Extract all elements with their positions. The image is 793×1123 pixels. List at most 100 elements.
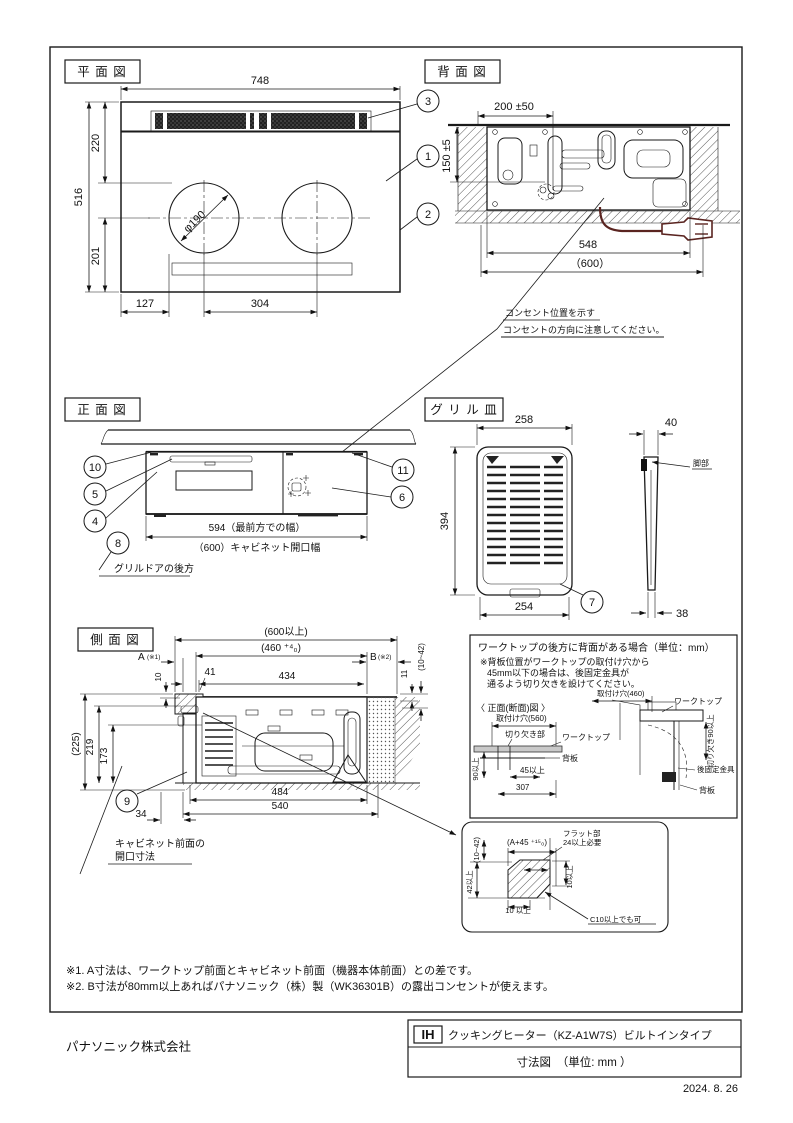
callout-9 <box>115 789 139 813</box>
dim-307: 307 <box>516 783 530 792</box>
callout-7 <box>580 590 604 614</box>
dim-a: A <box>138 652 145 663</box>
dim-219: 219 <box>85 738 96 755</box>
dim-220: 220 <box>90 134 102 152</box>
callout-3-label: 3 <box>425 96 431 108</box>
dim-548: 548 <box>579 239 597 251</box>
footnote-2: ※2. B寸法が80mm以上あればパナソニック（株）製（WK36301B）の露出… <box>66 979 554 993</box>
dim-258: 258 <box>515 414 533 426</box>
dim-484: 484 <box>272 787 289 798</box>
backbox-note-1: ※背板位置がワークトップの取付け穴から <box>480 656 650 667</box>
rear-view: 背 面 図 200 ±50 150 ±5 548 （600） コンセント位置を示… <box>302 59 740 484</box>
dim-600: （600） <box>570 257 610 270</box>
fixing-bracket <box>662 772 676 782</box>
front-view-title: 正 面 図 <box>77 403 126 417</box>
dim-594: 594（最前方での幅） <box>209 521 306 534</box>
callout-6-label: 6 <box>399 492 405 504</box>
company-name: パナソニック株式会社 <box>66 1039 191 1054</box>
grill-pan-title: グ リ ル 皿 <box>430 403 497 417</box>
worktop-right-label: ワークトップ <box>674 697 722 706</box>
plan-view-title: 平 面 図 <box>77 65 126 79</box>
callout-5-label: 5 <box>92 489 98 501</box>
dim-201: 201 <box>90 247 102 265</box>
chamfer-note: C10以上でも可 <box>590 915 642 924</box>
backbox-note-2: 45mm以下の場合は、後固定金具が <box>487 667 629 678</box>
callout-11-label: 11 <box>397 465 408 477</box>
dim-748: 748 <box>251 75 269 87</box>
worktop-edge-section <box>507 859 551 899</box>
rear-wall-dotted <box>366 696 396 784</box>
dim-a-ref: (※1) <box>147 654 160 661</box>
side-view: 側 面 図 (600以上) (460 ⁺⁴₀) A (※1) B (※2) (1… <box>71 626 457 875</box>
hole560-label: 取付け穴(560) <box>496 713 547 723</box>
cabinet-opening-note-2: 開口寸法 <box>115 850 155 863</box>
outlet-note-2: コンセントの方向に注意してください。 <box>503 324 664 335</box>
plug-position-symbol <box>287 475 311 497</box>
grill-pan <box>476 446 573 596</box>
plan-view: 平 面 図 φ190 748 516 220 201 127 304 3 1 2 <box>64 59 440 317</box>
callout-8 <box>106 531 130 555</box>
callout-10-label: 10 <box>89 462 101 474</box>
backboard-left-label: 背板 <box>562 753 578 763</box>
dim-304: 304 <box>251 298 269 310</box>
backbox-title: ワークトップの後方に背面がある場合（単位：mm） <box>478 641 715 654</box>
unit-front-body <box>145 451 368 515</box>
worktop-left-label: ワークトップ <box>562 733 610 742</box>
dim-460: (460 ⁺⁴₀) <box>261 643 301 654</box>
callout-3 <box>416 89 440 113</box>
callout-2 <box>416 202 440 226</box>
dim-10-42: (10~42) <box>417 643 426 671</box>
detail-leader <box>202 712 457 836</box>
rear-wall-hatch <box>395 697 420 783</box>
drawing-type: 寸法図 （単位: mm ） <box>517 1055 632 1069</box>
leg-label: 脚部 <box>693 458 709 468</box>
dim-254: 254 <box>515 601 533 613</box>
dim-11: 11 <box>400 669 409 678</box>
dim-200: 200 ±50 <box>494 101 534 113</box>
dim-34: 34 <box>135 809 147 820</box>
dim-45: 45以上 <box>520 766 545 775</box>
date: 2024. 8. 26 <box>683 1083 738 1095</box>
callout-4-label: 4 <box>92 516 98 528</box>
notch-label: 切り欠き部 <box>505 729 545 739</box>
worktop-edge-detail-box: (10~42) (A+45 ⁺¹⁵₀) フラット部 24以上必要 10以上 42… <box>461 821 669 933</box>
dim-41: 41 <box>204 667 216 678</box>
footnotes: ※1. A寸法は、ワークトップ前面とキャビネット前面（機器本体前面）との差です。… <box>66 963 554 993</box>
flat-label-2: 24以上必要 <box>563 837 602 847</box>
dim-40: 40 <box>665 417 677 429</box>
footnote-1: ※1. A寸法は、ワークトップ前面とキャビネット前面（機器本体前面）との差です。 <box>66 963 478 977</box>
outlet-connector <box>537 183 555 201</box>
dim-173: 173 <box>99 747 110 764</box>
callout-1 <box>416 144 440 168</box>
callout-2-label: 2 <box>425 209 431 221</box>
flat-label-1: フラット部 <box>563 828 601 838</box>
dim-b: B <box>370 652 377 663</box>
dim-90: 90以上 <box>471 757 480 781</box>
dim-10: 10 <box>154 672 163 681</box>
detail-dim-10-right: 10以上 <box>565 865 574 889</box>
dim-38: 38 <box>676 608 688 620</box>
callout-9-label: 9 <box>124 796 130 808</box>
callout-11 <box>391 458 415 482</box>
callout-6 <box>390 485 414 509</box>
front-trim <box>171 262 353 276</box>
cabinet-opening-note-1: キャビネット前面の <box>115 837 205 850</box>
dim-540: 540 <box>272 801 289 812</box>
detail-dim-10-bottom: 10 以上 <box>505 906 531 915</box>
backbox-note-3: 通るよう切り欠きを設けてください。 <box>487 678 640 689</box>
grill-door-note: グリルドアの後方 <box>114 562 194 575</box>
detail-dim-42: 42以上 <box>465 870 474 894</box>
display-window <box>175 470 253 491</box>
worktop-bar <box>473 745 563 753</box>
dim-516: 516 <box>73 188 85 206</box>
dim-600-cabinet: （600）キャビネット開口幅 <box>194 541 321 554</box>
backboard-right-label: 背板 <box>699 785 715 795</box>
dim-434: 434 <box>279 671 296 682</box>
side-view-title: 側 面 図 <box>90 633 139 647</box>
page-border <box>49 46 743 1013</box>
rear-view-title: 背 面 図 <box>437 65 486 79</box>
exhaust-grille <box>150 110 372 132</box>
dim-b-ref: (※2) <box>378 654 391 661</box>
